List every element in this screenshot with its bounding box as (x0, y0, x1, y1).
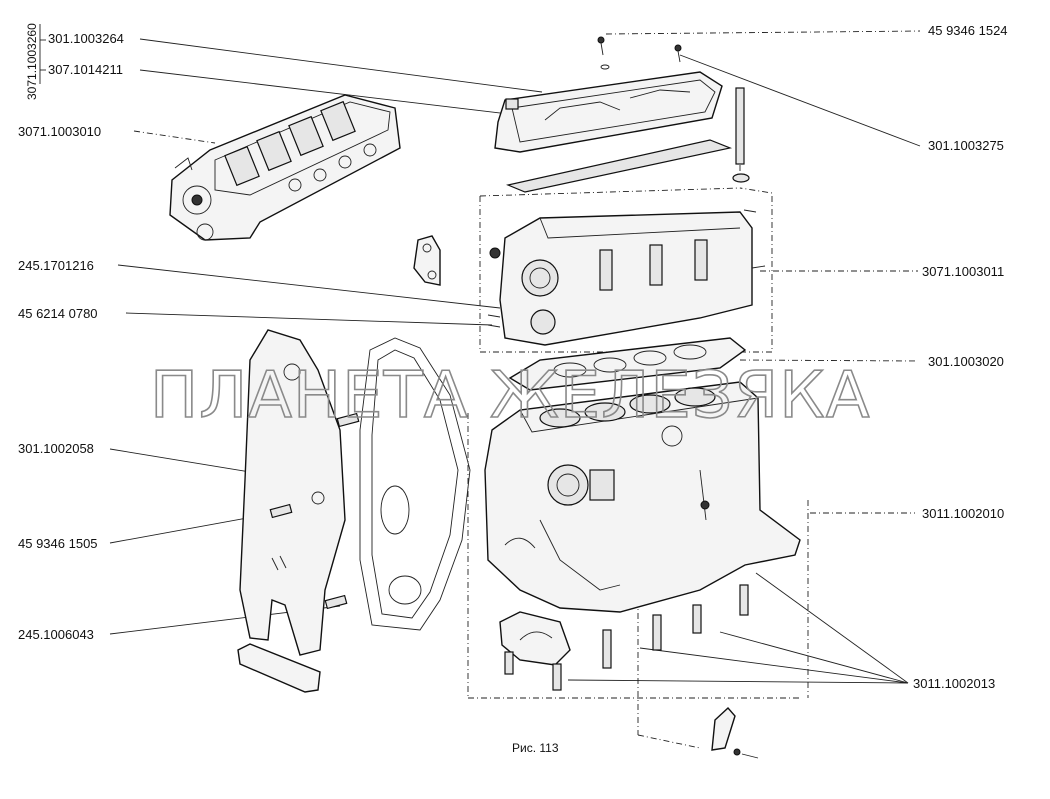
timing-cover-illustration (239, 329, 360, 656)
label-cylinder-head: 3071.1003011 (922, 264, 1004, 279)
figure-caption: Рис. 113 (512, 741, 559, 755)
label-block: 3011.1002010 (922, 506, 1004, 521)
label-head-gasket: 301.1003020 (928, 354, 1004, 369)
label-head-assembly: 3071.1003010 (18, 124, 101, 139)
bracket-illustration (413, 235, 441, 286)
label-stud-right: 301.1003275 (928, 138, 1004, 153)
label-bracket: 245.1701216 (18, 258, 94, 273)
leader-lines (109, 30, 921, 684)
label-stud-left: 45 6214 0780 (18, 306, 98, 321)
label-screw-top-right: 45 9346 1524 (928, 23, 1008, 38)
watermark: ПЛАНЕТА ЖЕЛЕЗЯКА (150, 359, 870, 433)
label-head-cover: 301.1003264 (48, 31, 124, 46)
label-bearing-caps: 3011.1002013 (913, 676, 995, 691)
bottom-bracket-illustration (711, 706, 759, 759)
label-group-vertical: 3071.1003260 (25, 23, 39, 100)
label-screw-left: 45 9346 1505 (18, 536, 98, 551)
head-assembly-illustration (169, 94, 401, 241)
bearing-caps-illustration (499, 584, 749, 691)
lower-plate-illustration (237, 643, 321, 693)
label-timing-cover: 301.1002058 (18, 441, 94, 456)
label-gasket-lower: 245.1006043 (18, 627, 94, 642)
timing-gasket-illustration (359, 337, 471, 631)
valve-cover-illustration (494, 36, 750, 193)
head-gasket-illustration (508, 337, 747, 391)
label-cover-seal: 307.1014211 (48, 62, 123, 77)
engine-block-illustration (484, 381, 801, 613)
cylinder-head-illustration (487, 209, 766, 346)
